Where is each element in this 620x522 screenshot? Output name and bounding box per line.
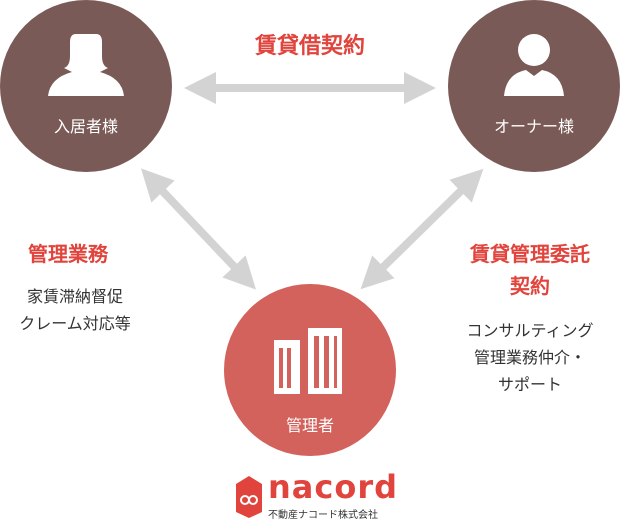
management-heading: 管理業務 (28, 242, 108, 266)
building-icon (274, 328, 342, 394)
tenant-node: 入居者様 (0, 0, 172, 172)
owner-node: オーナー様 (448, 0, 620, 172)
arrow-owner-manager (360, 168, 484, 290)
detail-line: 管理業務仲介・ (473, 348, 586, 367)
management-details: 家賃滞納督促 クレーム対応等 (0, 283, 150, 337)
logo-name: nacord (268, 468, 399, 506)
owner-label: オーナー様 (493, 117, 574, 136)
lease-contract-title: 賃貸借契約 (254, 34, 365, 59)
heading-line: 契約 (510, 274, 550, 298)
tenant-label: 入居者様 (53, 117, 118, 136)
manager-node: 管理者 (224, 284, 396, 456)
nacord-logo: nacord 不動産ナコード株式会社 (232, 468, 397, 521)
manager-label: 管理者 (285, 416, 334, 435)
consignment-details: コンサルティング 管理業務仲介・ サポート (440, 317, 620, 398)
logo-emblem-icon (236, 476, 262, 518)
consignment-heading: 賃貸管理委託 契約 (440, 238, 620, 302)
detail-line: 家賃滞納督促 (26, 287, 123, 306)
logo-subtitle: 不動産ナコード株式会社 (268, 510, 378, 521)
detail-line: クレーム対応等 (19, 314, 131, 333)
female-user-icon (48, 34, 124, 96)
detail-line: コンサルティング (466, 321, 594, 340)
arrow-tenant-manager (140, 168, 257, 290)
male-user-icon (504, 34, 564, 96)
heading-line: 賃貸管理委託 (470, 242, 590, 266)
detail-line: サポート (497, 375, 562, 394)
